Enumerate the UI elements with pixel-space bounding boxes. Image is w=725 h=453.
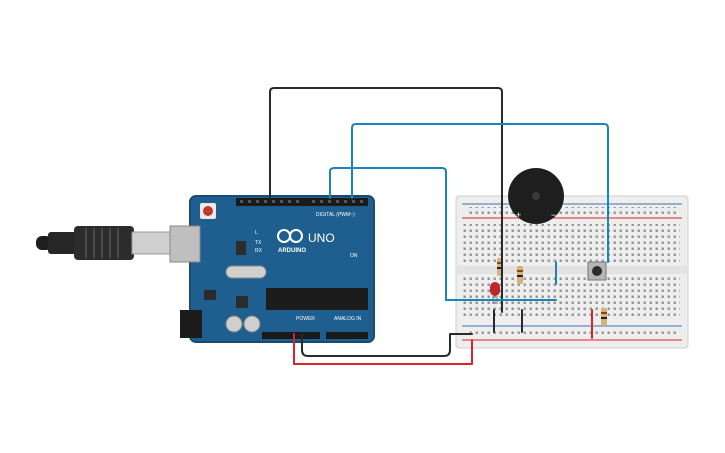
upper-terminal-holes [462,224,680,264]
resistor-3[interactable] [601,308,607,326]
red-led[interactable] [490,282,500,304]
arduino-logo [277,229,303,243]
wire-blue-led[interactable] [329,167,557,301]
analog-label: ANALOG IN [334,316,362,322]
digital-header-pins [240,200,363,203]
usb-port [169,225,201,263]
power-label: POWER [296,316,315,322]
reset-button-cap [203,206,213,216]
wire-black-top[interactable] [269,87,503,313]
usb-chip [236,241,246,255]
led-label-rx: RX [255,248,263,254]
buzzer-minus: − [551,210,556,220]
lower-terminal-holes [462,276,680,316]
buzzer-plus: + [516,210,521,220]
push-button[interactable] [587,261,607,281]
digital-header [236,198,368,206]
power-header [262,332,320,339]
power-jack [180,310,202,338]
capacitor-2 [243,315,261,333]
top-rail-holes [466,207,678,215]
usb-cable[interactable] [36,226,173,260]
center-gap [456,266,688,274]
wire-red-power[interactable] [293,333,473,365]
piezo-buzzer[interactable]: + − [508,168,564,224]
voltage-regulator [204,290,216,300]
arduino-brand: ARDUINO [278,248,306,254]
arduino-board[interactable]: DIGITAL (PWM~) ARDUINO UNO L TX RX ON PO… [169,195,375,343]
capacitor-1 [225,315,243,333]
wire-blue-buzzer[interactable] [351,123,609,263]
arduino-model: UNO [308,231,335,245]
breadboard[interactable] [455,195,689,349]
wire-black-ground[interactable] [301,333,473,357]
small-chip [236,296,248,308]
bottom-rail-holes [466,329,678,337]
crystal [225,265,267,279]
on-label: ON [350,253,358,259]
microcontroller-chip [266,288,368,310]
led-label-tx: TX [255,240,262,246]
analog-header [326,332,368,339]
resistor-2[interactable] [517,266,523,284]
led-label-l: L [255,230,258,236]
digital-label: DIGITAL (PWM~) [316,212,355,218]
